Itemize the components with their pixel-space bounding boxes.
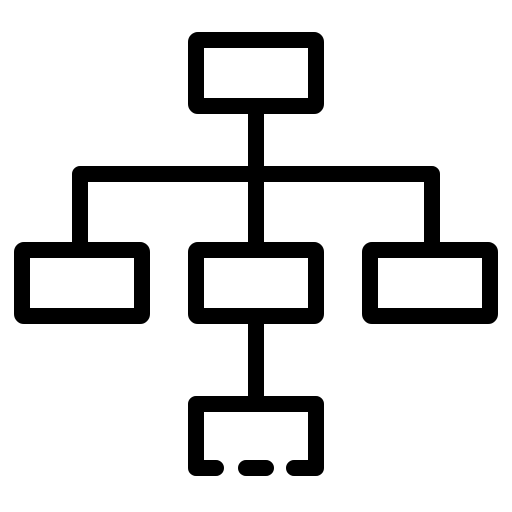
middle-left-node-box (14, 242, 150, 324)
branch-bar (72, 166, 440, 258)
middle-right-node-box (362, 242, 498, 324)
bottom-partial-node-box (188, 396, 324, 476)
middle-center-node-box (188, 242, 324, 324)
top-node-box (188, 32, 324, 114)
